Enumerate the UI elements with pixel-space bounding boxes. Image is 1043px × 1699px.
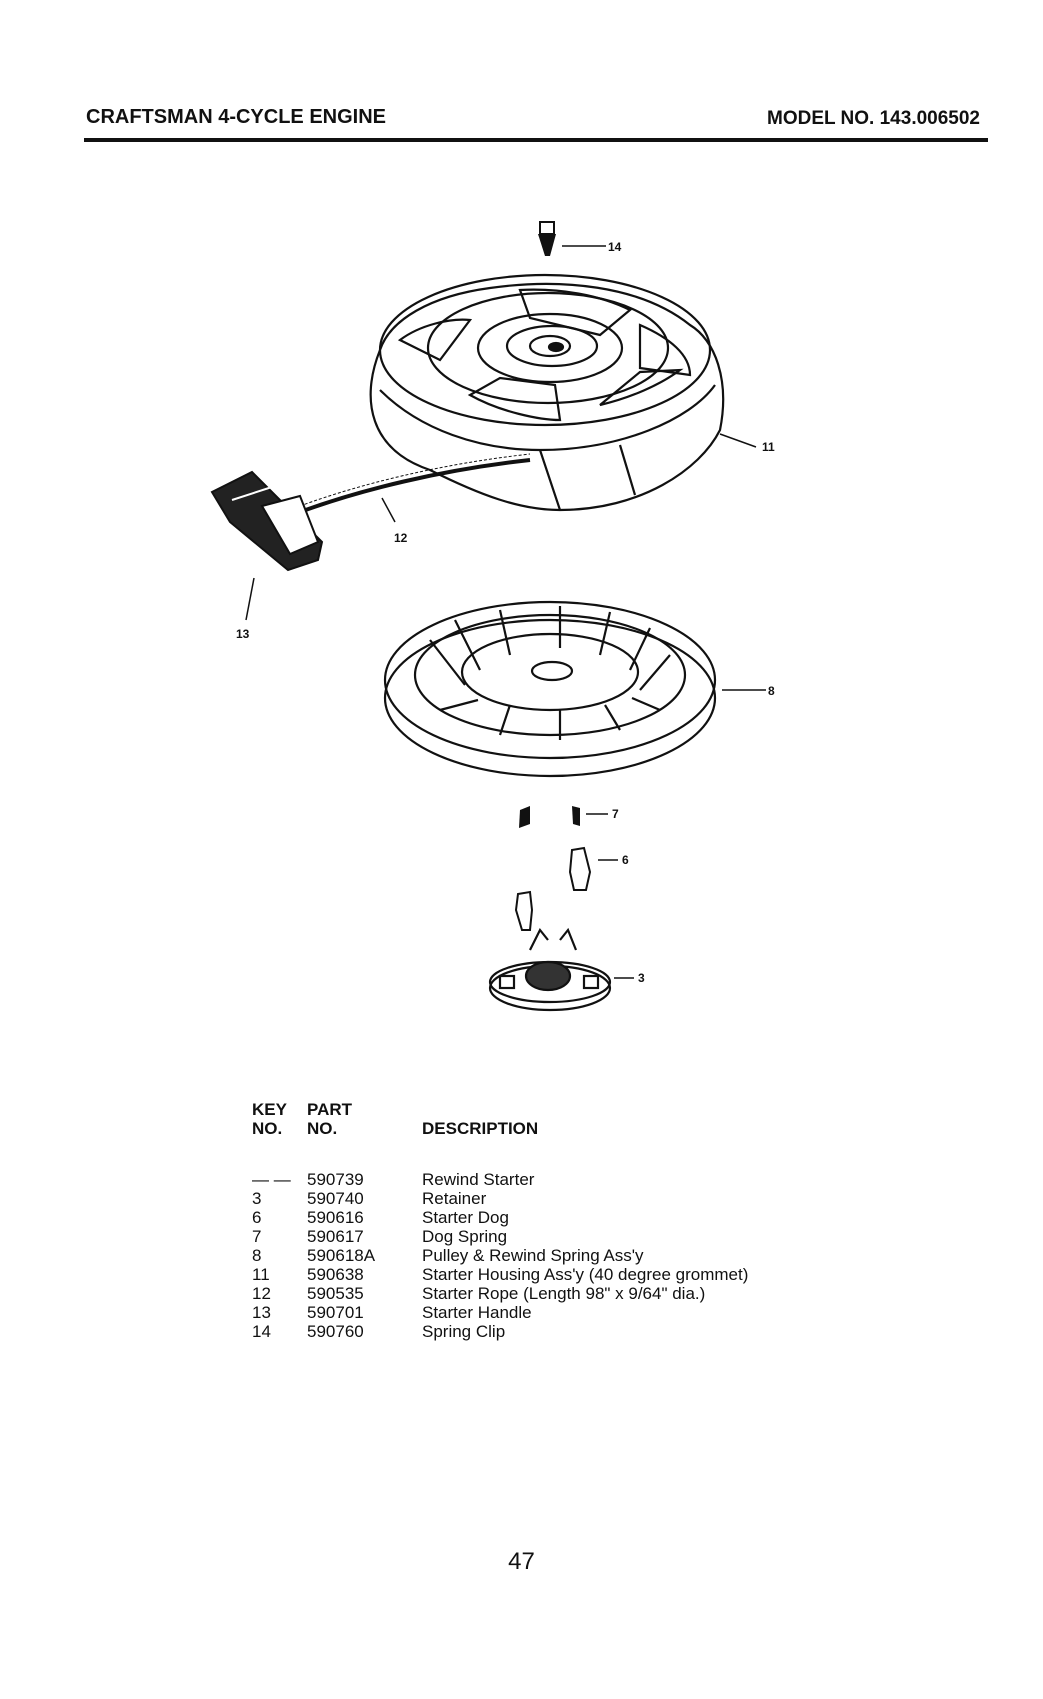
manual-title: CRAFTSMAN 4-CYCLE ENGINE: [86, 106, 387, 128]
callout-13: 13: [236, 627, 250, 641]
table-row: 13 590701 Starter Handle: [252, 1303, 872, 1322]
page-header: CRAFTSMAN 4-CYCLE ENGINE MODEL NO. 143.0…: [86, 106, 986, 136]
part-number-cell: 590616: [307, 1208, 364, 1227]
key-number-cell: 12: [252, 1284, 271, 1303]
table-row: 7 590617 Dog Spring: [252, 1227, 872, 1246]
key-number-cell: — —: [252, 1170, 291, 1189]
parts-list-header: KEY NO. PART NO. DESCRIPTION: [252, 1100, 872, 1146]
part-number-cell: 590740: [307, 1189, 364, 1208]
part-number-cell: 590618A: [307, 1246, 376, 1265]
description-cell: Starter Housing Ass'y (40 degree grommet…: [422, 1265, 749, 1284]
callout-6: 6: [622, 853, 629, 867]
key-number-cell: 8: [252, 1246, 262, 1265]
page-number: 47: [508, 1548, 535, 1575]
description-heading: DESCRIPTION: [422, 1119, 539, 1138]
model-number: MODEL NO. 143.006502: [767, 108, 980, 129]
part-number-cell: 590739: [307, 1170, 364, 1189]
starter-dog-part: [514, 846, 618, 931]
callout-11: 11: [762, 440, 775, 454]
key-number-cell: 14: [252, 1322, 271, 1341]
callout-12: 12: [394, 531, 408, 545]
dog-spring-part: [519, 806, 608, 828]
part-number-cell: 590535: [307, 1284, 364, 1303]
header-rule: [84, 138, 988, 142]
description-cell: Rewind Starter: [422, 1170, 535, 1189]
callout-14: 14: [608, 240, 622, 254]
key-number-cell: 3: [252, 1189, 262, 1208]
description-cell: Starter Handle: [422, 1303, 532, 1322]
table-row: 12 590535 Starter Rope (Length 98" x 9/64…: [252, 1284, 872, 1303]
spring-clip-part: [538, 221, 606, 256]
pulley-rewind-spring-part: [383, 600, 717, 778]
callout-3: 3: [638, 971, 645, 985]
description-cell: Pulley & Rewind Spring Ass'y: [422, 1246, 644, 1265]
table-row: 3 590740 Retainer: [252, 1189, 872, 1208]
description-cell: Starter Rope (Length 98" x 9/64" dia.): [422, 1284, 706, 1303]
key-number-cell: 7: [252, 1227, 262, 1246]
description-cell: Retainer: [422, 1189, 487, 1208]
callout-7: 7: [612, 807, 619, 821]
description-cell: Dog Spring: [422, 1227, 508, 1246]
part-number-cell: 590701: [307, 1303, 364, 1322]
table-row: 8 590618A Pulley & Rewind Spring Ass'y: [252, 1246, 872, 1265]
starter-rope-part: [299, 453, 531, 523]
table-row: 6 590616 Starter Dog: [252, 1208, 872, 1227]
part-number-cell: 590638: [307, 1265, 364, 1284]
description-cell: Spring Clip: [422, 1322, 506, 1341]
retainer-part: [488, 927, 634, 1012]
starter-handle-part: [210, 470, 324, 621]
table-row: 11 590638 Starter Housing Ass'y (40 degree…: [252, 1265, 872, 1284]
starter-housing-part: [369, 273, 725, 512]
key-number-cell: 11: [252, 1265, 270, 1284]
part-number-heading: PART NO.: [307, 1100, 353, 1138]
key-number-cell: 6: [252, 1208, 262, 1227]
part-number-cell: 590760: [307, 1322, 364, 1341]
parts-rows: — — 590739 Rewind Starter 3 590740 Retainer 6 5…: [252, 1170, 872, 1341]
callout-8: 8: [768, 684, 775, 698]
table-row: — — 590739 Rewind Starter: [252, 1170, 872, 1189]
exploded-parts-diagram: 14 11 12 13: [210, 221, 775, 1012]
table-row: 14 590760 Spring Clip: [252, 1322, 872, 1341]
key-number-heading: KEY NO.: [252, 1100, 287, 1138]
key-number-cell: 13: [252, 1303, 271, 1322]
part-number-cell: 590617: [307, 1227, 364, 1246]
description-cell: Starter Dog: [422, 1208, 509, 1227]
